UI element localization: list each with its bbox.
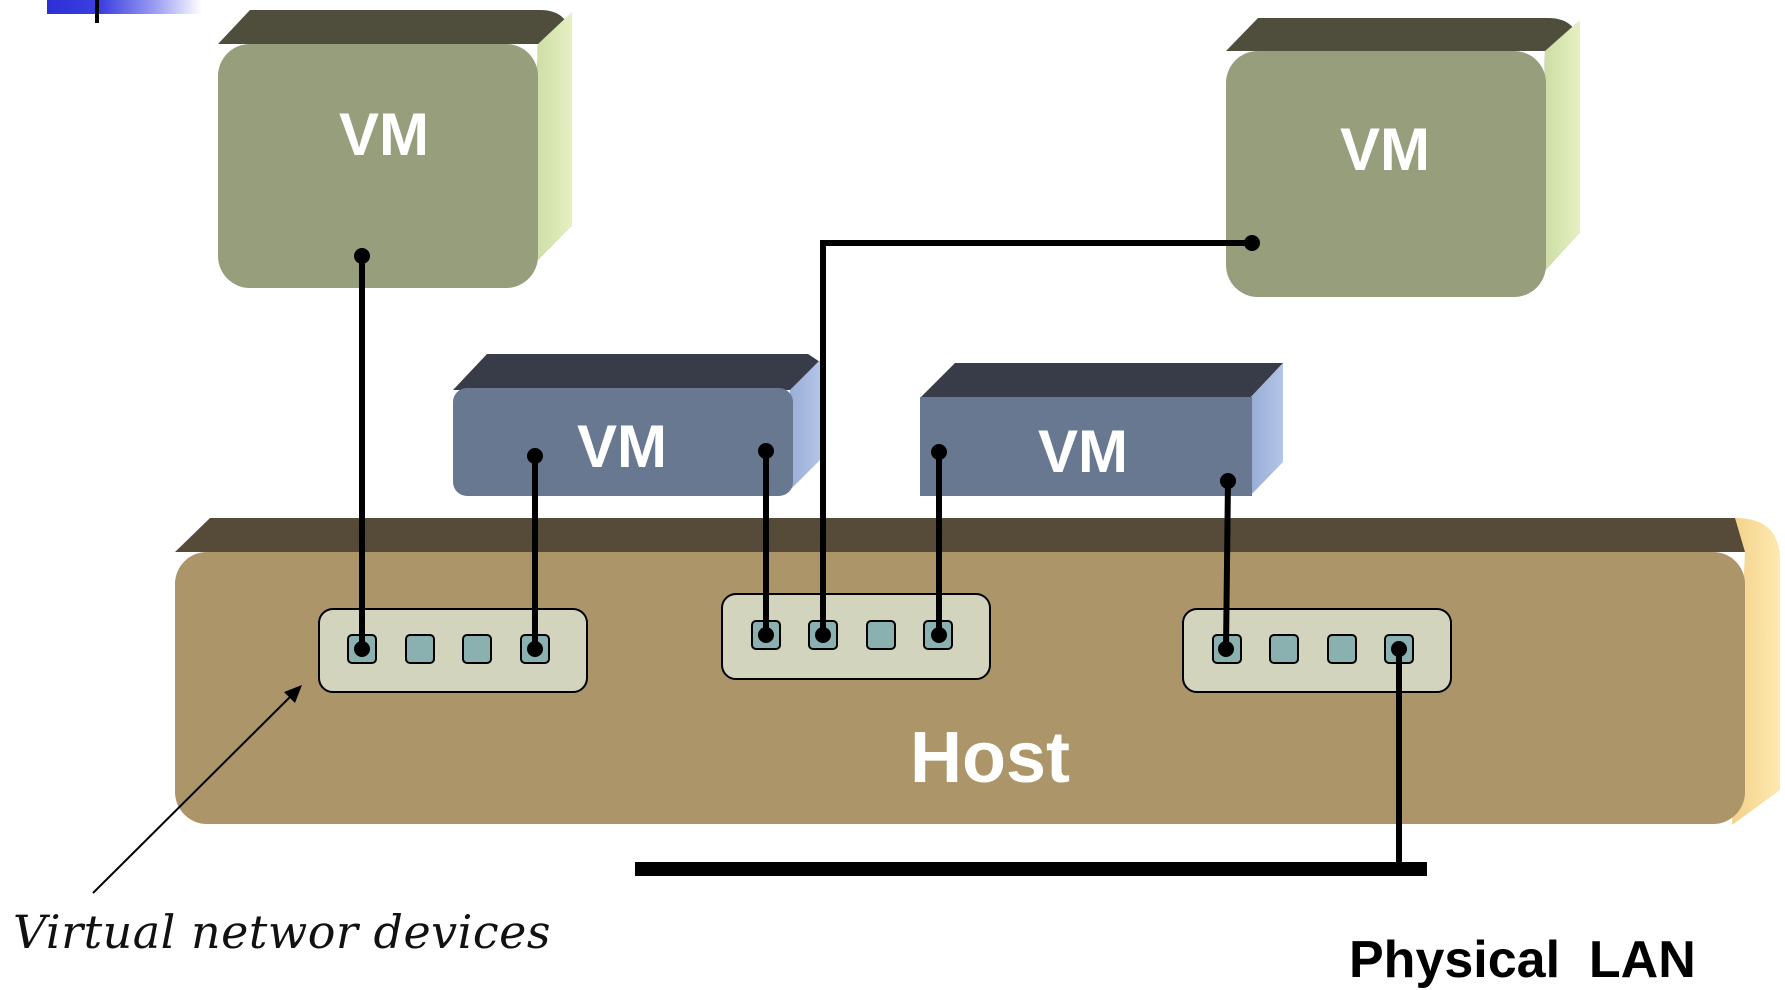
- host-top-face: [175, 518, 1780, 552]
- dot-vm2: [1244, 235, 1260, 251]
- dot-switch-left-1: [354, 641, 370, 657]
- wire-vm2-switch-middle: [820, 240, 1255, 638]
- annotation-arrow: [92, 685, 302, 894]
- vm-box-4: VM: [920, 363, 1283, 496]
- vm-3-label: VM: [577, 413, 667, 480]
- physical-lan-bar: [635, 862, 1427, 876]
- dot-switch-middle-2: [815, 627, 831, 643]
- switch-right-port-2: [1269, 634, 1299, 664]
- switch-right-port-3: [1327, 634, 1357, 664]
- dot-vm1: [354, 248, 370, 264]
- network-wires: [359, 240, 1402, 871]
- physical-lan-label: Physical LAN: [1349, 931, 1696, 989]
- switch-left-port-2: [405, 634, 435, 664]
- slide-corner-decoration: [47, 0, 202, 14]
- dot-switch-right-1: [1218, 641, 1234, 657]
- switch-right-body: [1182, 608, 1452, 693]
- switch-middle-body: [721, 593, 991, 680]
- dot-vm4-b: [1220, 473, 1236, 489]
- switch-left-body: [318, 608, 588, 693]
- dot-vm3-a: [527, 448, 543, 464]
- virtual-switch-left: [318, 608, 588, 693]
- dot-switch-left-4: [527, 641, 543, 657]
- slide-corner-tick: [95, 0, 99, 23]
- dot-switch-middle-1: [758, 627, 774, 643]
- vm-1-side-face: [530, 12, 572, 268]
- vm-box-2: VM: [1226, 18, 1580, 297]
- dot-switch-middle-4: [931, 627, 947, 643]
- dot-switch-right-4: [1391, 641, 1407, 657]
- vm-3-side-face: [788, 360, 820, 492]
- dot-vm3-b: [758, 443, 774, 459]
- connection-points: [354, 235, 1407, 657]
- annotation-arrow-line: [92, 690, 297, 894]
- host-label: Host: [910, 718, 1070, 798]
- virtual-network-devices-label: Virtual networ devices: [13, 905, 551, 959]
- vm-4-side-face: [1250, 363, 1283, 496]
- wire-vm4-switch-right: [1223, 477, 1231, 652]
- vm-2-label: VM: [1340, 116, 1430, 183]
- virtual-switch-middle: [721, 593, 991, 680]
- vm-3-top-face: [453, 354, 820, 390]
- vm-1-front-face: [218, 44, 538, 288]
- dot-vm4-a: [931, 444, 947, 460]
- vm-2-side-face: [1540, 20, 1580, 276]
- vm-4-label: VM: [1038, 418, 1128, 485]
- vm-box-1: VM: [218, 10, 572, 288]
- vm-4-top-face: [920, 363, 1283, 398]
- annotation-arrow-head: [284, 685, 302, 703]
- switch-left-port-3: [462, 634, 492, 664]
- virtual-switch-right: [1182, 608, 1452, 693]
- vm-4-front-face: [920, 397, 1252, 496]
- vm-2-front-face: [1226, 51, 1546, 297]
- vm-1-label: VM: [339, 101, 429, 168]
- switch-middle-port-3: [866, 620, 896, 650]
